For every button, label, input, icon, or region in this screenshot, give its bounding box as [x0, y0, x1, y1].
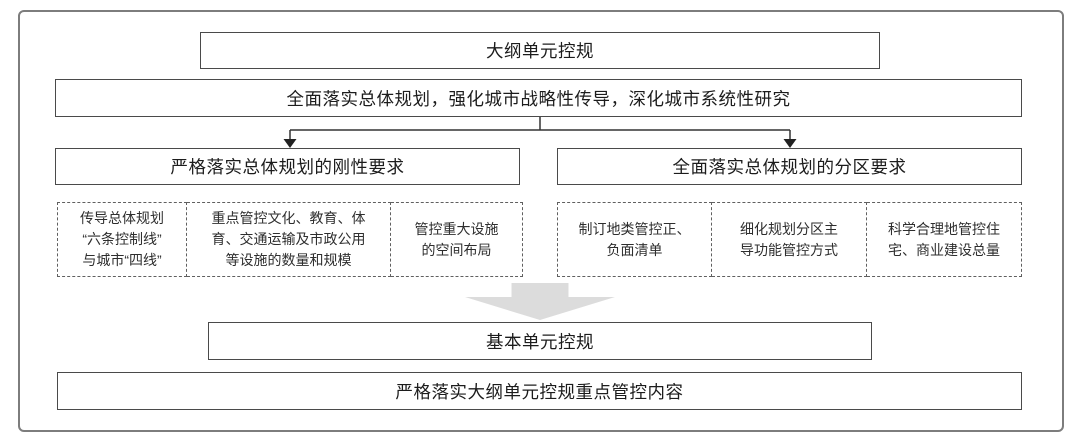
right-branch-items: 制订地类管控正、 负面清单 细化规划分区主 导功能管控方式 科学合理地管控住 宅… — [557, 202, 1022, 277]
item-facility-quantity-scale: 重点管控文化、教育、体 育、交通运输及市政公用 等设施的数量和规模 — [187, 202, 391, 277]
item-zoning-function-control: 细化规划分区主 导功能管控方式 — [712, 202, 867, 277]
item-housing-commercial-volume: 科学合理地管控住 宅、商业建设总量 — [867, 202, 1022, 277]
node-rigid-requirements-header: 严格落实总体规划的刚性要求 — [55, 148, 520, 185]
outer-frame — [18, 10, 1064, 432]
node-strategy-statement: 全面落实总体规划，强化城市战略性传导，深化城市系统性研究 — [55, 79, 1022, 117]
item-major-facility-layout: 管控重大设施 的空间布局 — [391, 202, 523, 277]
left-branch-items: 传导总体规划 “六条控制线” 与城市“四线” 重点管控文化、教育、体 育、交通运… — [57, 202, 523, 277]
node-basic-unit-plan: 基本单元控规 — [208, 322, 872, 360]
item-land-use-lists: 制订地类管控正、 负面清单 — [557, 202, 712, 277]
node-bottom-requirement: 严格落实大纲单元控规重点管控内容 — [57, 372, 1022, 410]
node-zoning-requirements-header: 全面落实总体规划的分区要求 — [557, 148, 1022, 185]
item-control-lines: 传导总体规划 “六条控制线” 与城市“四线” — [57, 202, 187, 277]
node-outline-unit-plan: 大纲单元控规 — [200, 32, 880, 69]
